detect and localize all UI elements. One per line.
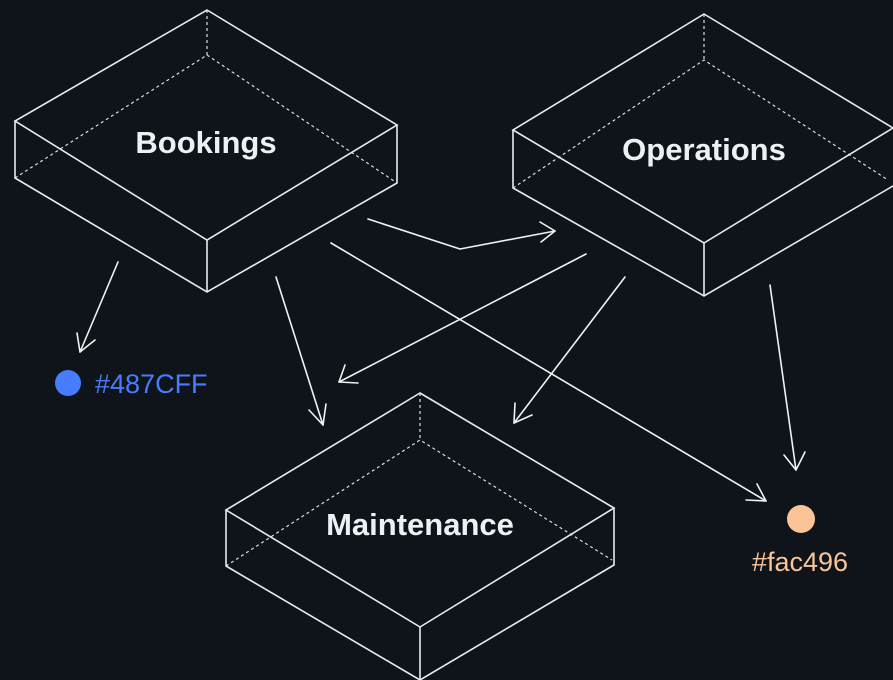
operations-hidden-edges <box>512 59 889 189</box>
maintenance-box: Maintenance <box>224 392 616 680</box>
maintenance-hidden-edges <box>225 439 613 567</box>
arrow-bookings-to-orange <box>330 242 767 502</box>
bookings-box: Bookings <box>13 9 399 293</box>
arrow-bookings-to-operations <box>367 218 556 250</box>
arrow-operations-to-maintenance-b <box>513 276 626 424</box>
connector-arrows <box>76 218 806 502</box>
operations-top-face <box>511 13 893 244</box>
arrow-bookings-to-maintenance <box>275 276 327 426</box>
arrow-operations-to-maintenance-a <box>338 253 587 384</box>
blue-swatch-dot <box>55 370 81 396</box>
bookings-hidden-edges <box>14 54 398 184</box>
legend-orange: #fac496 <box>752 505 848 577</box>
maintenance-side-faces <box>225 508 615 680</box>
orange-color-label: #fac496 <box>752 547 848 577</box>
arrow-bookings-to-blue <box>76 261 119 353</box>
operations-box: Operations <box>511 13 893 297</box>
operations-side-faces <box>512 130 893 297</box>
maintenance-label: Maintenance <box>326 507 514 542</box>
operations-label: Operations <box>622 132 786 167</box>
legend-blue: #487CFF <box>55 369 208 399</box>
blue-color-label: #487CFF <box>95 369 208 399</box>
orange-swatch-dot <box>787 505 815 533</box>
bookings-label: Bookings <box>135 125 276 160</box>
arrow-operations-to-orange <box>769 284 806 471</box>
